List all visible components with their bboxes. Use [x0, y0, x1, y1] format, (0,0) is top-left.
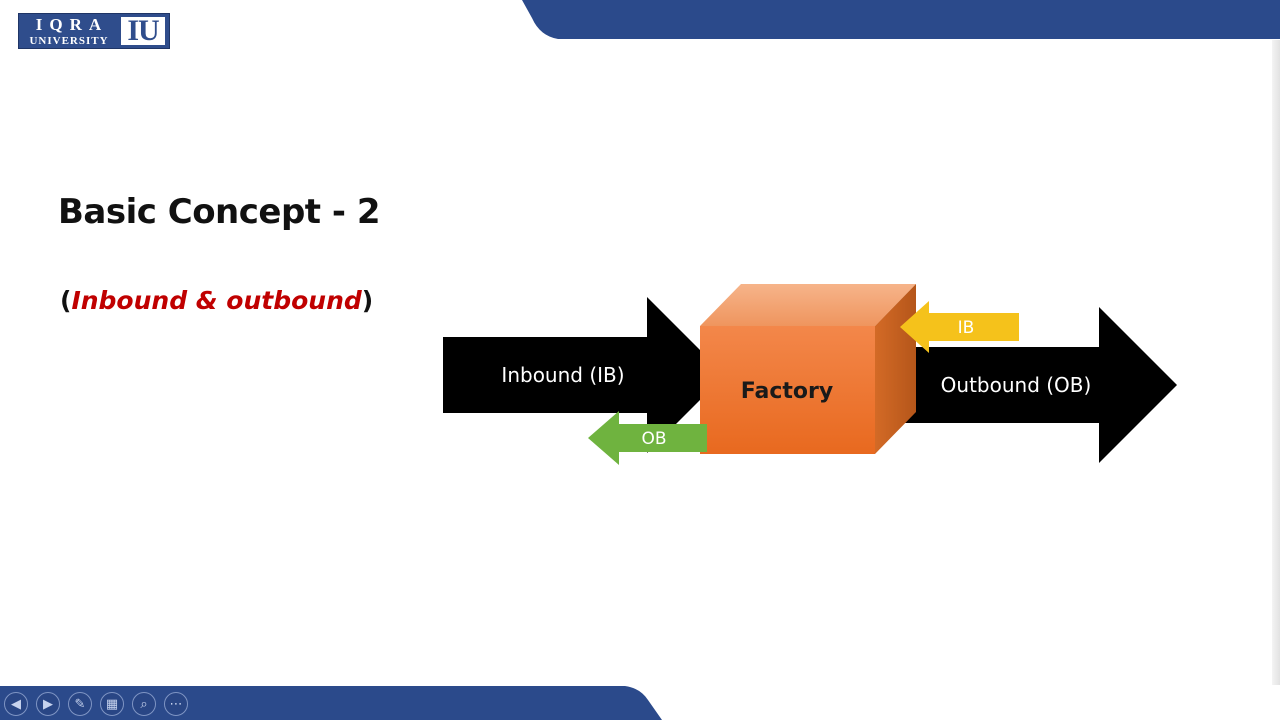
factory-front-face — [700, 326, 875, 454]
factory-cube — [700, 284, 916, 454]
slide-title: Basic Concept - 2 — [58, 192, 381, 232]
small-ib-label: IB — [958, 318, 975, 338]
small-ib-arrow — [900, 301, 1019, 353]
logo-name: IQRA — [35, 14, 109, 34]
inbound-label: Inbound (IB) — [501, 363, 624, 387]
logo-mark: IU — [121, 14, 165, 47]
logo-wordmark: IQRA UNIVERSITY — [19, 14, 119, 48]
all-slides-icon[interactable]: ▦ — [100, 692, 124, 716]
factory-top-face — [700, 284, 916, 326]
slide-subtitle: (Inbound & outbound) — [60, 286, 373, 315]
outbound-label: Outbound (OB) — [941, 373, 1092, 397]
small-ob-label: OB — [641, 429, 666, 449]
more-options-icon[interactable]: ⋯ — [164, 692, 188, 716]
slideshow-controls: ◀ ▶ ✎ ▦ ⌕ ⋯ — [4, 692, 188, 716]
outbound-arrow — [896, 307, 1177, 463]
top-band — [522, 0, 1280, 39]
factory-side-face — [875, 284, 916, 454]
logo-subtitle: UNIVERSITY — [29, 34, 109, 47]
zoom-icon[interactable]: ⌕ — [132, 692, 156, 716]
subtitle-highlight: Inbound & outbound — [71, 286, 362, 315]
previous-slide-icon[interactable]: ◀ — [4, 692, 28, 716]
factory-label: Factory — [741, 379, 833, 404]
university-logo: IQRA UNIVERSITY IU — [18, 13, 170, 49]
subtitle-close-paren: ) — [361, 286, 374, 315]
slide-right-edge — [1272, 40, 1280, 685]
small-ob-arrow — [588, 411, 707, 465]
inbound-arrow — [443, 297, 725, 453]
bottom-band — [0, 686, 662, 720]
pen-icon[interactable]: ✎ — [68, 692, 92, 716]
subtitle-open-paren: ( — [60, 286, 72, 315]
next-slide-icon[interactable]: ▶ — [36, 692, 60, 716]
